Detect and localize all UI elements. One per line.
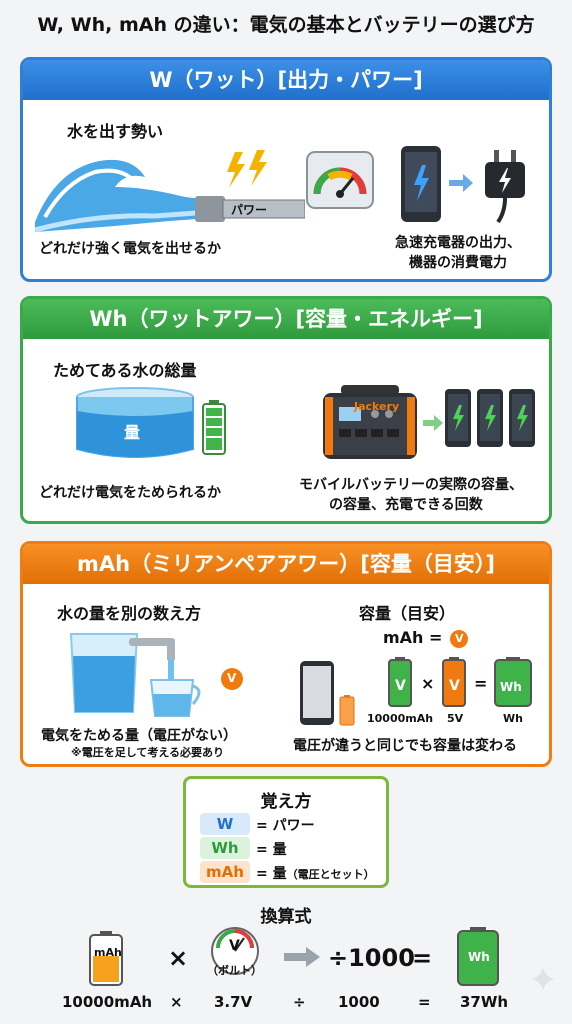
panel-watt-caption-left: どれだけ強く電気を出せるか bbox=[39, 241, 221, 257]
voltage-badge-icon bbox=[221, 668, 243, 690]
voltage-badge-label: V bbox=[227, 671, 237, 685]
brand-label: Jackery bbox=[354, 400, 400, 413]
memo-box: 覚え方 W = パワー Wh = 量 mAh = 量（電圧とセット） bbox=[183, 776, 389, 888]
conversion-result-label: Wh bbox=[468, 950, 490, 964]
sparkle-icon bbox=[531, 967, 555, 991]
conversion-title: 換算式 bbox=[260, 907, 312, 927]
arrow-right-icon bbox=[449, 174, 473, 192]
label-voltage: 5V bbox=[447, 712, 464, 725]
bottom-capacity: 10000mAh bbox=[62, 993, 153, 1011]
panel-watt-hour-caption-left: どれだけ電気をためられるか bbox=[39, 485, 221, 501]
bottom-divide: ÷ bbox=[293, 993, 306, 1011]
label-watt-hour: Wh bbox=[503, 712, 523, 725]
smartphone-icon bbox=[300, 661, 334, 725]
memo-value-w: = パワー bbox=[256, 818, 315, 834]
gauge-icon bbox=[306, 151, 374, 209]
tank-label: 量 bbox=[124, 423, 141, 442]
page-title: W, Wh, mAh の違い：電気の基本とバッテリーの選び方 bbox=[37, 14, 535, 36]
water-tank-illustration bbox=[76, 387, 194, 458]
battery-orange-icon bbox=[442, 657, 466, 707]
battery-result-icon bbox=[494, 657, 532, 707]
equals-sign: = bbox=[474, 674, 488, 693]
small-battery-icon bbox=[339, 695, 355, 726]
battery-full-icon bbox=[202, 400, 226, 455]
panel-watt-subtitle: 水を出す勢い bbox=[67, 122, 164, 141]
panel-watt-hour-caption-right-1: モバイルバッテリーの実際の容量、 bbox=[299, 477, 523, 493]
water-pour-illustration bbox=[69, 633, 201, 717]
portable-power-station-icon bbox=[323, 385, 417, 459]
voltmeter-label: V bbox=[229, 938, 240, 954]
panel-watt-header: W（ワット）[出力・パワー] bbox=[23, 60, 549, 100]
memo-key-w: W bbox=[200, 813, 250, 835]
panel-watt-caption-right-1: 急速充電器の出力、 bbox=[395, 235, 521, 251]
memo-value-mah-note: （電圧とセット） bbox=[286, 868, 375, 881]
voltmeter-gauge-icon bbox=[211, 927, 259, 975]
bottom-voltage: 3.7V bbox=[214, 993, 253, 1011]
panel-milliamp-hour-note-left: ※電圧を足して考える必要あり bbox=[71, 746, 225, 759]
panel-milliamp-hour: mAh（ミリアンペアアワー）[容量（目安）] 水の量を別の数え方 V 電気をため… bbox=[20, 541, 552, 767]
right-title: 容量（目安） bbox=[359, 604, 456, 623]
panel-watt-hour-subtitle: ためてある水の総量 bbox=[53, 361, 197, 380]
formula-voltage-label: V bbox=[455, 632, 464, 645]
conversion-battery-icon bbox=[89, 931, 123, 986]
conversion-arrow-icon bbox=[284, 947, 320, 967]
smartphone-charging-icon bbox=[401, 146, 441, 222]
panel-watt-caption-right-2: 機器の消費電力 bbox=[409, 255, 507, 271]
memo-key-mah: mAh bbox=[200, 861, 250, 883]
panel-watt-hour: Wh（ワットアワー）[容量・エネルギー] ためてある水の総量 量 Jackery bbox=[20, 296, 552, 524]
panel-watt: W（ワット）[出力・パワー] 水を出す勢い パワー どれだけ強く電気を出せるか … bbox=[20, 57, 552, 282]
battery-orange-label: V bbox=[449, 678, 460, 694]
label-capacity-mah: 10000mAh bbox=[367, 712, 434, 725]
times-sign: × bbox=[421, 674, 435, 693]
panel-milliamp-hour-caption-left: 電気をためる量（電圧がない） bbox=[41, 728, 237, 744]
bottom-result: 37Wh bbox=[460, 993, 509, 1011]
conversion-times: × bbox=[168, 944, 189, 972]
bottom-equals: = bbox=[418, 993, 431, 1011]
bottom-thousand: 1000 bbox=[338, 993, 380, 1011]
memo-title: 覚え方 bbox=[260, 792, 312, 812]
memo-value-mah-main: = 量 bbox=[256, 866, 287, 882]
water-wave-illustration bbox=[35, 150, 305, 233]
battery-result-label: Wh bbox=[500, 680, 522, 694]
conversion-divide: ÷1000 bbox=[328, 944, 415, 972]
bottom-times: × bbox=[170, 993, 183, 1011]
panel-milliamp-hour-header: mAh（ミリアンペアアワー）[容量（目安）] bbox=[23, 544, 549, 584]
pipe-label: パワー bbox=[231, 203, 268, 217]
memo-key-wh: Wh bbox=[200, 837, 250, 859]
panel-watt-hour-caption-right-2: の容量、充電できる回数 bbox=[329, 497, 483, 513]
conversion-battery-label: mAh bbox=[94, 946, 122, 959]
conversion-result-battery-icon bbox=[457, 927, 499, 986]
panel-milliamp-hour-subtitle: 水の量を別の数え方 bbox=[57, 604, 202, 623]
battery-green-label: V bbox=[395, 678, 406, 694]
charger-plug-icon bbox=[485, 150, 525, 224]
memo-value-mah: = 量（電圧とセット） bbox=[256, 863, 375, 883]
conversion-equals: = bbox=[412, 944, 433, 972]
formula-voltage-icon bbox=[450, 630, 468, 648]
panel-milliamp-hour-caption-right: 電圧が違うと同じでも容量は変わる bbox=[293, 738, 517, 754]
voltmeter-sublabel: （ボルト） bbox=[207, 964, 262, 977]
panel-watt-hour-header: Wh（ワットアワー）[容量・エネルギー] bbox=[23, 299, 549, 339]
memo-value-wh: = 量 bbox=[256, 842, 287, 858]
arrow-right-icon bbox=[423, 415, 443, 431]
battery-green-icon bbox=[388, 657, 412, 707]
three-smartphones-charging-icon bbox=[445, 389, 535, 447]
formula-mah-label: mAh = bbox=[383, 628, 443, 647]
